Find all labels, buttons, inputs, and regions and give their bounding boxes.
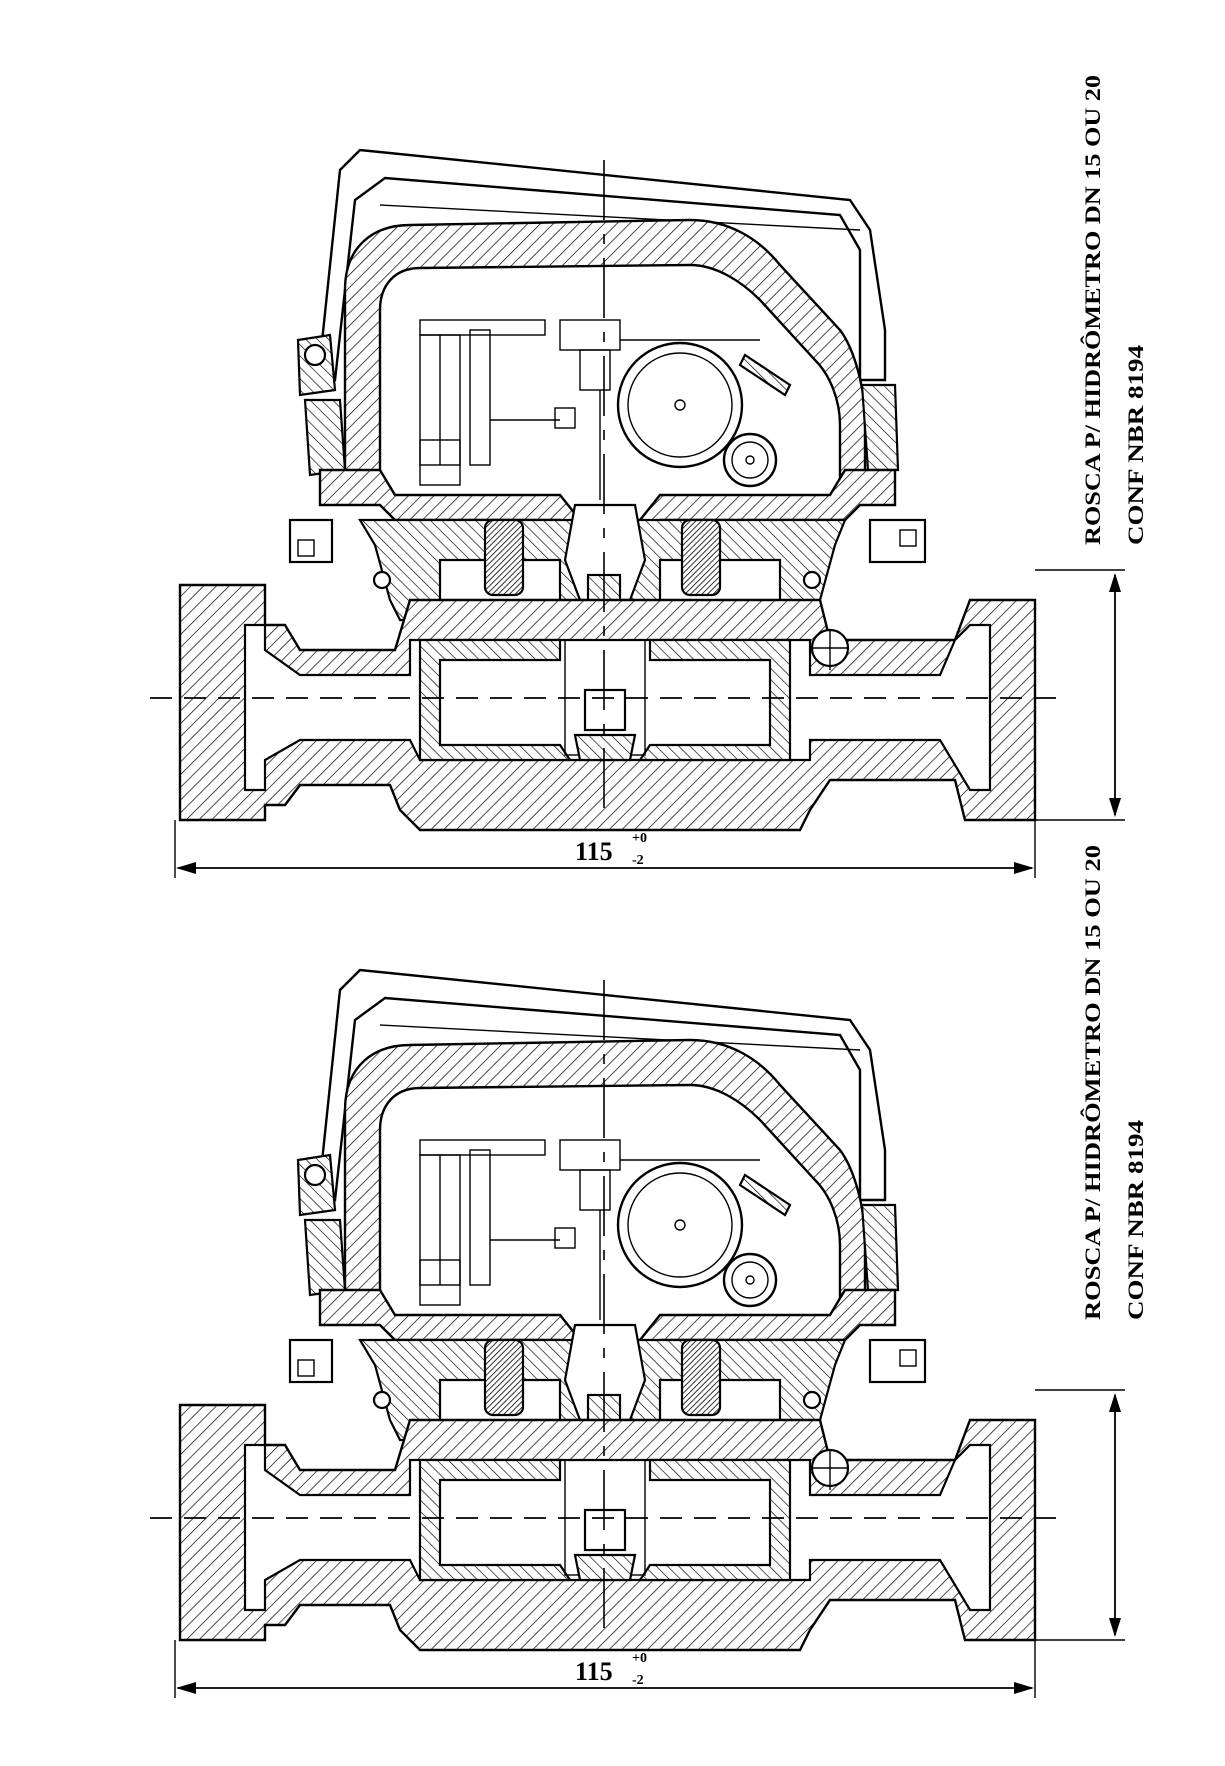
dimension-tolerance-upper: +0 [632, 831, 647, 846]
standard-note: CONF NBR 8194 [1123, 345, 1148, 545]
standard-note: CONF NBR 8194 [1123, 1120, 1148, 1320]
dimension-tolerance-lower: -2 [632, 853, 644, 868]
dimension-tolerance-upper: +0 [632, 1651, 647, 1666]
thread-note: ROSCA P/ HIDRÔMETRO DN 15 OU 20 [1080, 845, 1105, 1320]
meter-section-upper [148, 148, 1127, 880]
dimension-tolerance-lower: -2 [632, 1673, 644, 1688]
dimension-value: 115 [575, 1657, 613, 1686]
thread-note: ROSCA P/ HIDRÔMETRO DN 15 OU 20 [1080, 75, 1105, 545]
dimension-value: 115 [575, 837, 613, 866]
meter-section-lower [148, 968, 1127, 1700]
